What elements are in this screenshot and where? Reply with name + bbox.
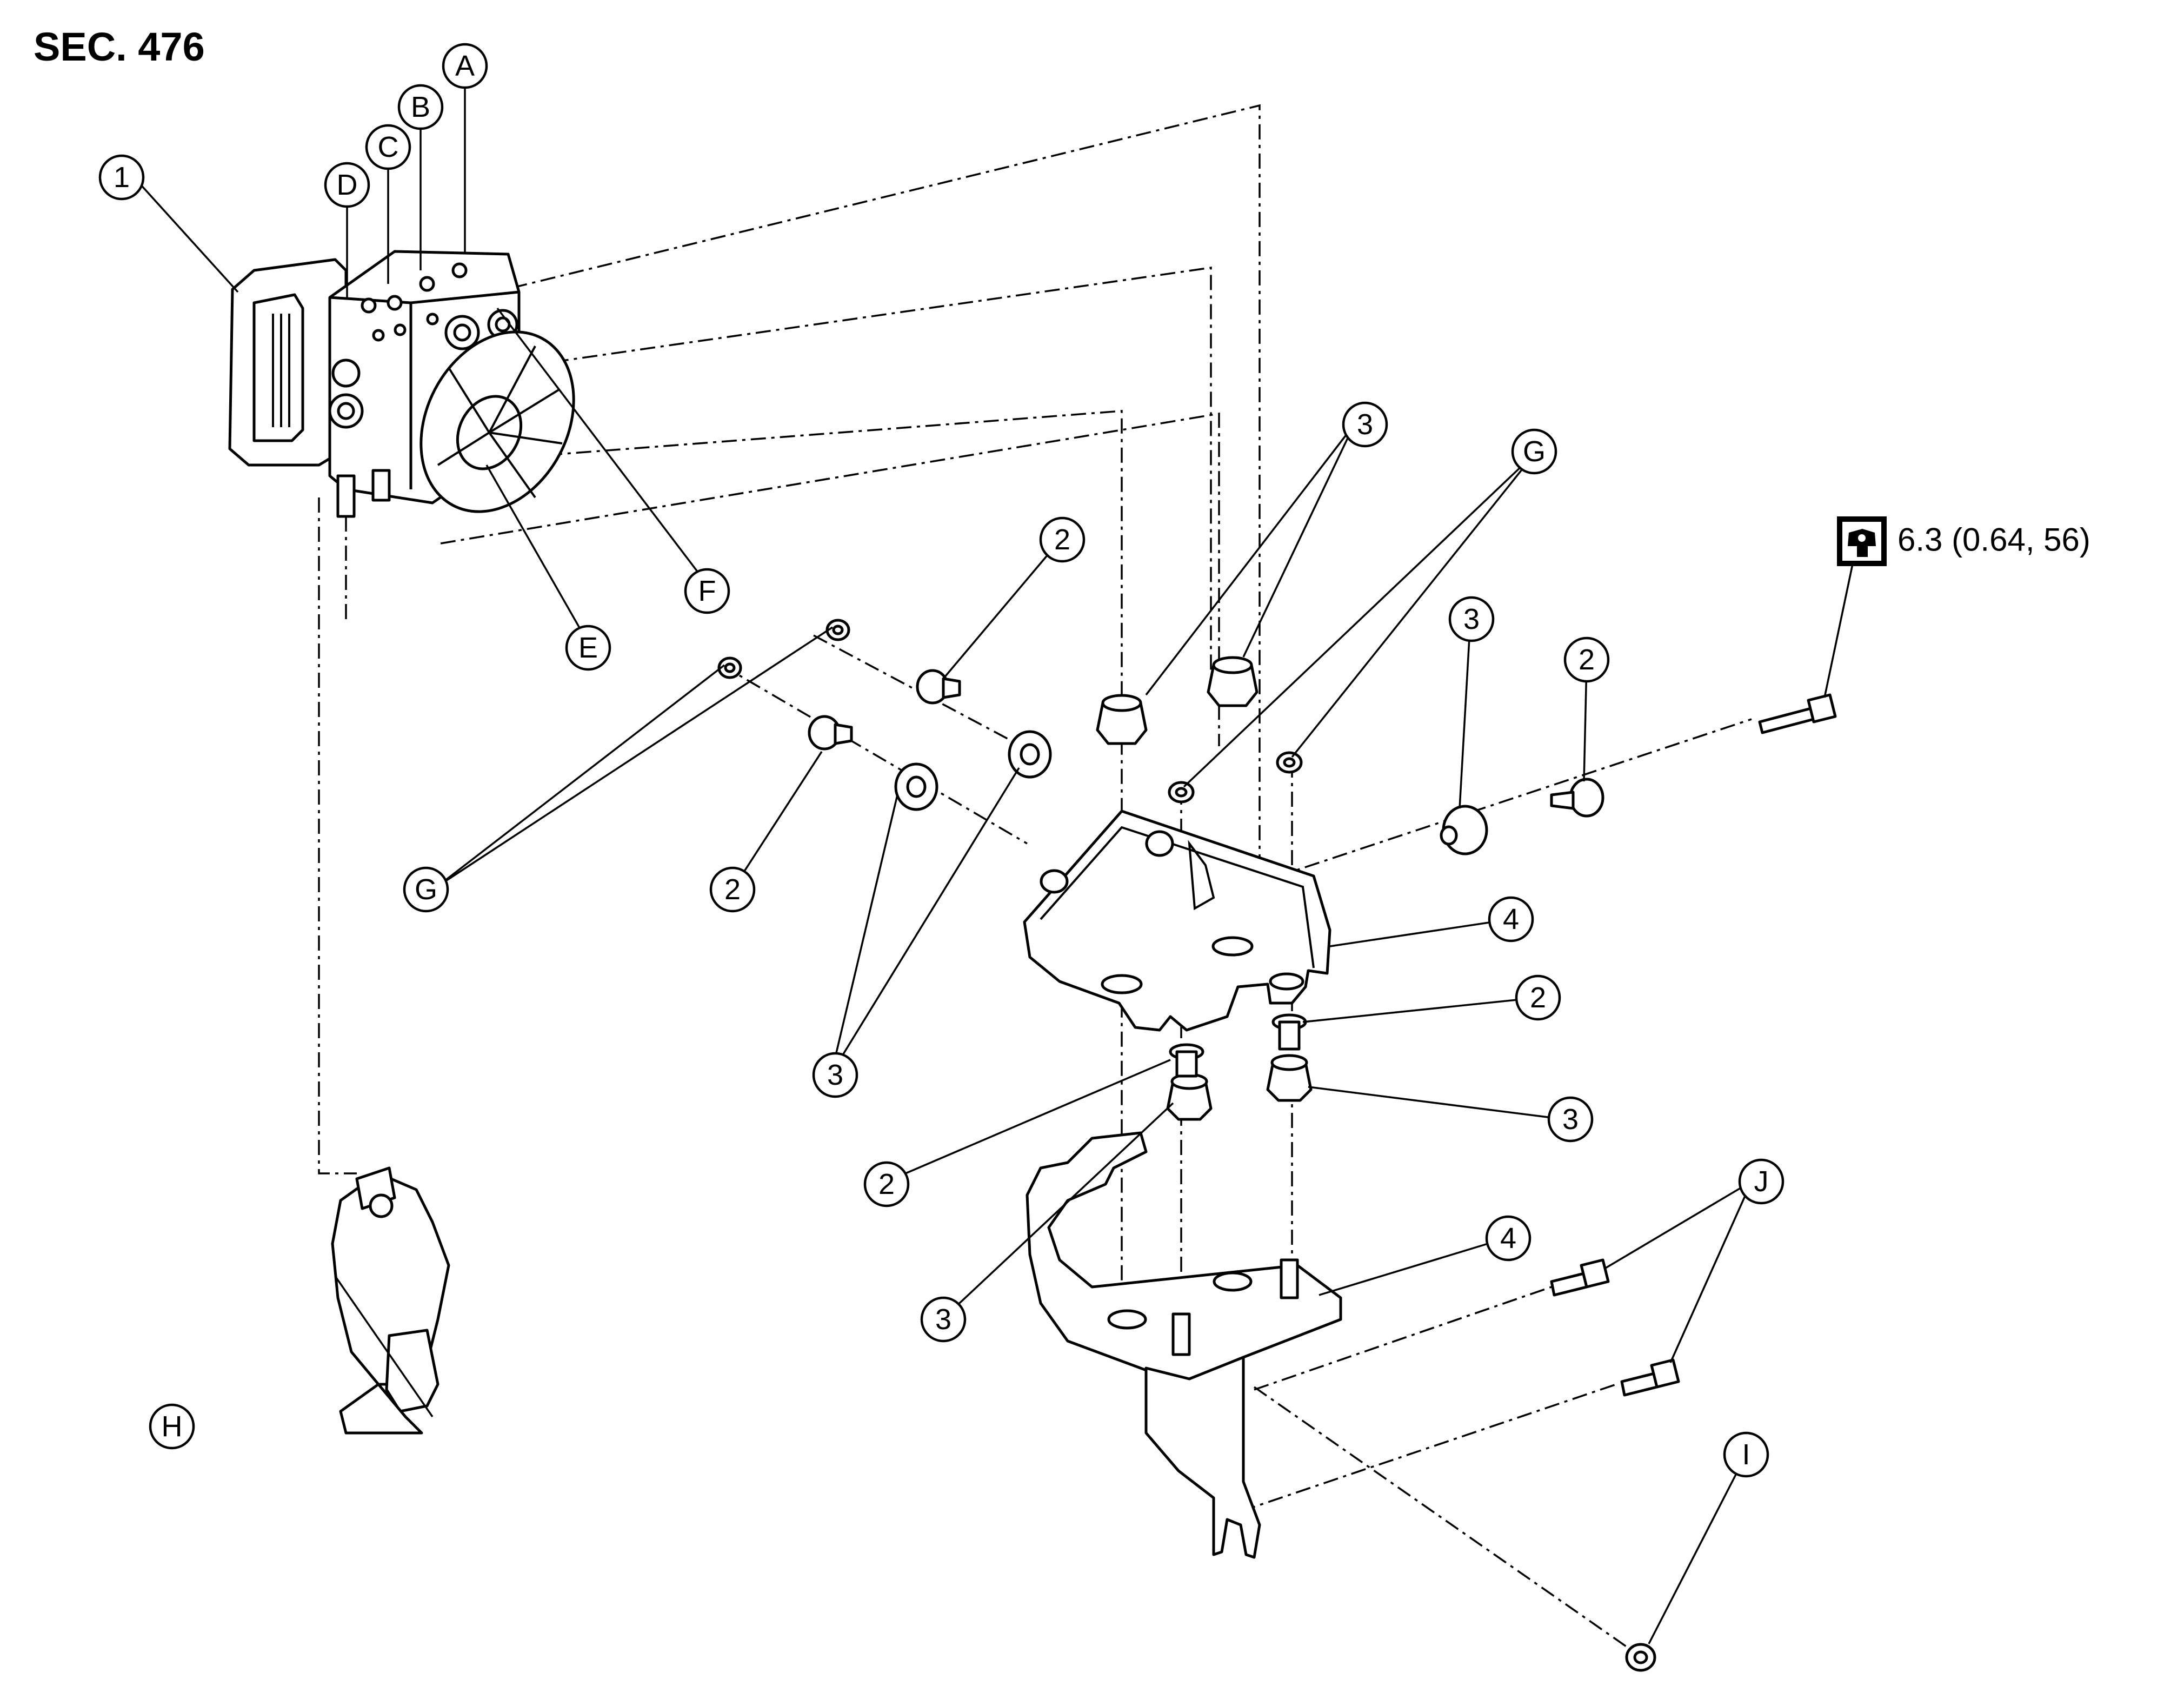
pressure-sensor	[331, 1166, 450, 1435]
svg-text:B: B	[411, 91, 430, 123]
grommet	[894, 762, 938, 811]
actuator-bracket-lower	[1026, 1131, 1342, 1559]
svg-text:D: D	[337, 169, 358, 201]
callout-2-upper: 2	[1039, 516, 1086, 563]
callout-2-right: 2	[1563, 636, 1610, 683]
callout-D: D	[324, 162, 370, 208]
svg-text:4: 4	[1503, 903, 1519, 935]
svg-text:2: 2	[878, 1168, 895, 1200]
svg-text:2: 2	[724, 873, 741, 906]
nut	[1276, 751, 1303, 774]
callout-C: C	[365, 124, 411, 170]
svg-text:A: A	[455, 50, 475, 82]
svg-text:3: 3	[1357, 408, 1373, 441]
callout-2-lower: 2	[863, 1161, 910, 1207]
callout-E: E	[565, 625, 611, 671]
callout-3-left: 3	[812, 1052, 858, 1098]
callout-A: A	[442, 43, 488, 89]
callout-3-right: 3	[1448, 596, 1495, 642]
callout-1: 1	[98, 154, 145, 201]
nut	[1625, 1643, 1656, 1672]
svg-text:3: 3	[827, 1059, 843, 1091]
callout-G-top: G	[1511, 428, 1557, 475]
callout-J: J	[1738, 1158, 1785, 1205]
actuator-bracket-upper	[1023, 809, 1331, 1032]
svg-text:G: G	[1523, 435, 1546, 468]
nut	[1168, 781, 1195, 804]
callout-2-left: 2	[709, 866, 756, 913]
svg-text:H: H	[162, 1410, 183, 1443]
bolt	[1550, 1258, 1610, 1297]
grommet	[1207, 656, 1259, 707]
torque-spec: 6.3 (0.64, 56)	[1837, 516, 2090, 566]
mount-collars	[808, 669, 1604, 1078]
callout-4-upper: 4	[1488, 896, 1534, 943]
svg-text:G: G	[415, 873, 437, 906]
abs-actuator-unit	[228, 250, 575, 518]
collar	[1550, 778, 1604, 818]
grommet	[1096, 694, 1148, 745]
mount-nuts	[717, 619, 1656, 1672]
nut	[825, 619, 850, 641]
bolt	[1758, 693, 1837, 734]
svg-text:2: 2	[1054, 523, 1070, 556]
bolt	[1620, 1358, 1680, 1397]
svg-text:3: 3	[1463, 603, 1480, 635]
svg-text:J: J	[1754, 1165, 1769, 1198]
callout-2-mid: 2	[1515, 974, 1561, 1021]
callout-4-lower: 4	[1485, 1215, 1532, 1262]
callout-H: H	[149, 1403, 195, 1450]
grommet	[1440, 805, 1488, 855]
svg-text:E: E	[578, 632, 598, 664]
svg-text:2: 2	[1530, 981, 1546, 1014]
leader-lines	[133, 66, 1858, 1644]
callout-G-left: G	[403, 866, 449, 913]
svg-text:1: 1	[114, 161, 130, 194]
callout-3-top: 3	[1342, 401, 1388, 448]
torque-wrench-icon	[1837, 516, 1887, 566]
collar	[808, 715, 853, 751]
callout-B: B	[397, 84, 444, 130]
collar	[1271, 1013, 1307, 1051]
svg-text:2: 2	[1579, 643, 1595, 676]
collar	[1169, 1043, 1204, 1078]
grommet	[1008, 730, 1052, 779]
svg-text:F: F	[698, 575, 716, 607]
callout-F: F	[684, 568, 730, 614]
grommet	[1266, 1054, 1313, 1102]
svg-text:4: 4	[1500, 1222, 1516, 1255]
nut	[717, 656, 742, 679]
section-label: SEC. 476	[34, 24, 205, 69]
svg-text:3: 3	[935, 1303, 951, 1336]
torque-value: 6.3 (0.64, 56)	[1897, 522, 2090, 558]
svg-text:I: I	[1742, 1438, 1750, 1471]
callout-I: I	[1723, 1431, 1769, 1478]
assembly-dash-lines	[318, 104, 1752, 1656]
svg-text:3: 3	[1562, 1103, 1579, 1136]
collar	[916, 669, 961, 705]
svg-text:C: C	[378, 131, 399, 163]
callout-3-mid: 3	[1547, 1096, 1594, 1143]
callout-3-lower: 3	[920, 1296, 967, 1343]
grommet	[1166, 1073, 1213, 1121]
mount-bolts	[1550, 693, 1837, 1397]
